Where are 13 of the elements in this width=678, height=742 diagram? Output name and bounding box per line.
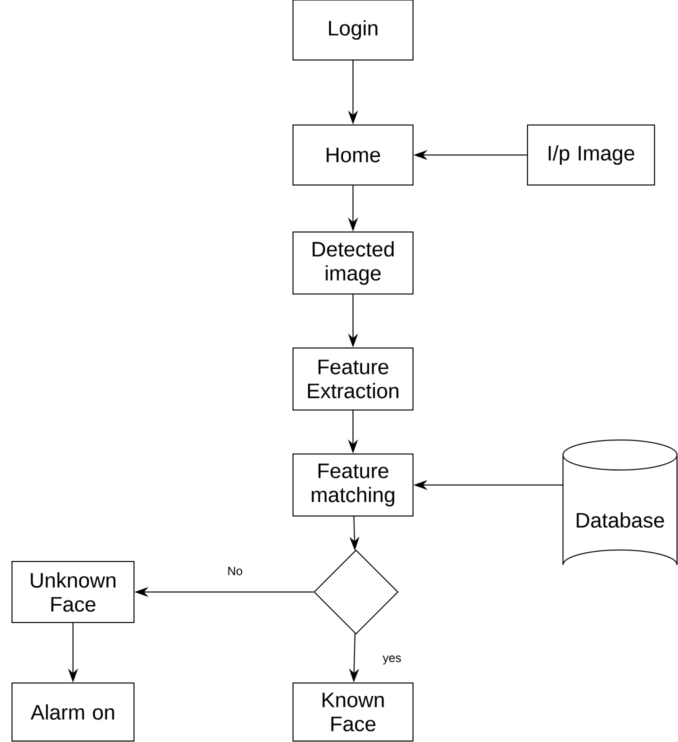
process-box: Login: [292, 0, 414, 60]
process-box: Alarm on: [12, 682, 134, 742]
process-box: Feature Extraction: [292, 348, 414, 410]
node-label: Database: [576, 512, 664, 528]
edge-label: No: [228, 566, 242, 576]
edge-label: yes: [382, 656, 401, 664]
process-box: Feature matching: [292, 454, 414, 516]
process-box: Unknown Face: [12, 561, 134, 623]
process-box: Home: [292, 124, 414, 186]
process-box: I/p Image: [527, 124, 656, 186]
process-box: Detected image: [292, 232, 414, 294]
database-cylinder: Database: [562, 440, 678, 566]
process-box: Known Face: [292, 682, 414, 742]
